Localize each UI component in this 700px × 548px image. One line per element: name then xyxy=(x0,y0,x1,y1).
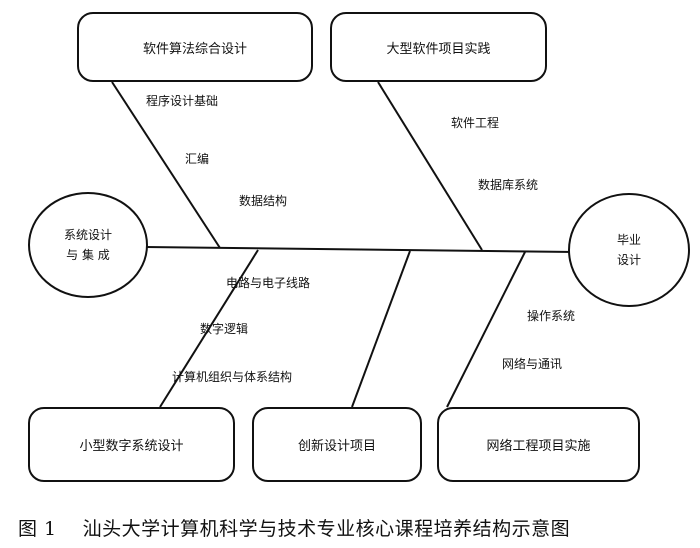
system-design-line1: 系统设计 xyxy=(63,228,112,242)
figure-caption: 图 1 汕头大学计算机科学与技术专业核心课程培养结构示意图 xyxy=(18,514,570,541)
top-right-course-box: 大型软件项目实践 xyxy=(330,12,547,82)
branch-bottom-middle xyxy=(351,250,411,408)
system-design-circle: 系统设计 与 集 成 xyxy=(28,192,148,298)
branch-bottom-right xyxy=(446,251,526,408)
branch-top-left xyxy=(111,81,221,249)
course-label: 软件工程 xyxy=(451,116,500,130)
bottom-middle-course-box: 创新设计项目 xyxy=(252,407,422,482)
course-label: 操作系统 xyxy=(527,309,576,323)
course-label: 网络与通讯 xyxy=(502,357,563,371)
main-spine xyxy=(144,246,576,253)
course-label: 数据库系统 xyxy=(478,178,539,192)
top-left-course-box: 软件算法综合设计 xyxy=(77,12,313,82)
course-label: 程序设计基础 xyxy=(146,94,219,108)
branch-top-right xyxy=(377,81,483,251)
course-label: 计算机组织与体系结构 xyxy=(172,370,293,384)
course-label: 汇编 xyxy=(185,152,210,166)
bottom-left-course-box: 小型数字系统设计 xyxy=(28,407,235,482)
figure-number: 图 1 xyxy=(18,518,57,540)
course-label: 电路与电子线路 xyxy=(226,276,311,290)
bottom-right-course-label: 网络工程项目实施 xyxy=(486,439,591,454)
bottom-middle-course-label: 创新设计项目 xyxy=(297,439,376,454)
bottom-right-course-box: 网络工程项目实施 xyxy=(437,407,640,482)
top-left-course-label: 软件算法综合设计 xyxy=(142,41,247,57)
top-right-course-label: 大型软件项目实践 xyxy=(386,41,491,57)
figure-title: 汕头大学计算机科学与技术专业核心课程培养结构示意图 xyxy=(82,518,571,540)
system-design-line2: 与 集 成 xyxy=(66,248,110,262)
graduation-design-line2: 设计 xyxy=(616,253,641,267)
bottom-left-course-label: 小型数字系统设计 xyxy=(79,439,184,454)
course-label: 数据结构 xyxy=(239,194,288,208)
course-label: 数字逻辑 xyxy=(200,322,249,336)
graduation-design-circle: 毕业 设计 xyxy=(568,193,690,307)
branch-bottom-left xyxy=(159,249,259,408)
graduation-design-line1: 毕业 xyxy=(616,233,641,247)
